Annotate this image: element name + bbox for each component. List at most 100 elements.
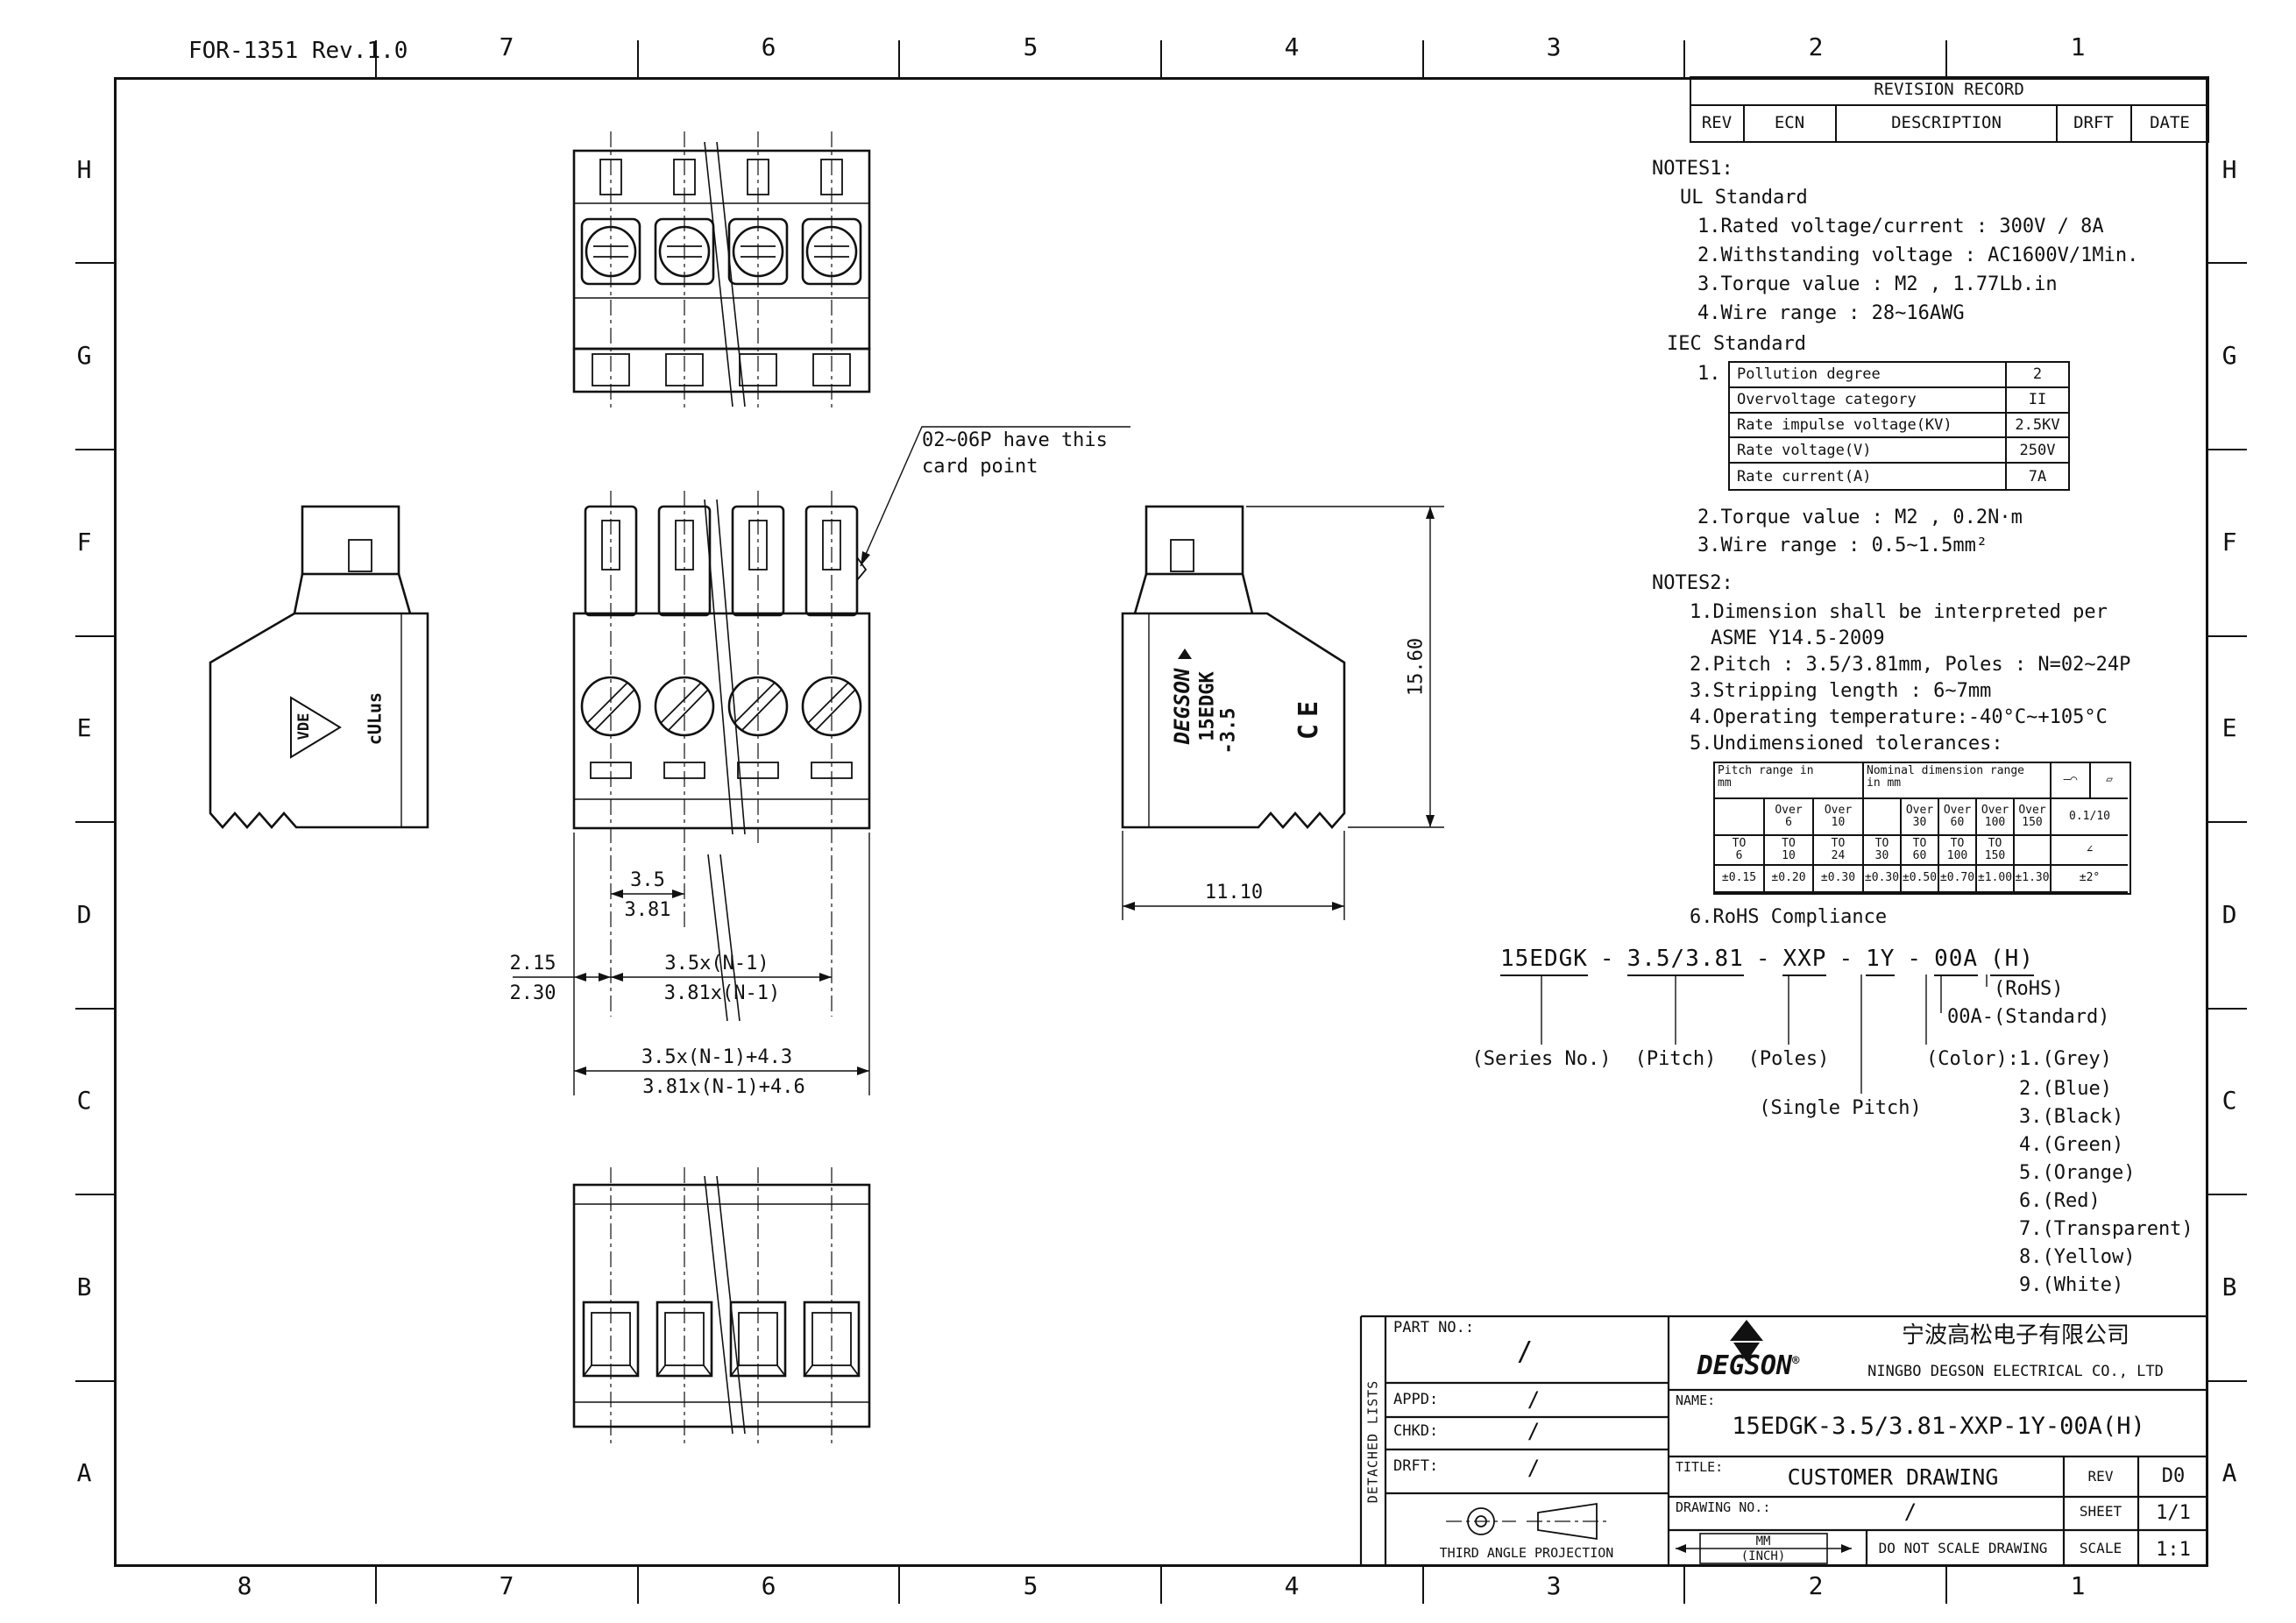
grid-col-label: 2 [1808, 32, 1824, 61]
poles-label: (Poles) [1747, 1048, 1830, 1070]
chkd-value: / [1527, 1419, 1541, 1443]
revision-col-header: DESCRIPTION [1891, 113, 2002, 132]
tol-cell [2015, 836, 2052, 866]
sheet-value: 1/1 [2156, 1502, 2191, 1524]
side-pitch-text: -3.5 [1217, 707, 1240, 755]
color-option: 4.(Green) [2019, 1134, 2124, 1156]
tol-cell [1715, 799, 1765, 836]
dim-pitch-alt: 3.81 [624, 899, 671, 921]
ul-mark-icon: cULus [364, 691, 386, 746]
sheet-label: SHEET [2079, 1503, 2122, 1520]
detached-lists-label: DETACHED LISTS [1364, 1379, 1381, 1504]
color-option: 8.(Yellow) [2019, 1246, 2136, 1268]
grid-row-label: A [76, 1458, 92, 1487]
color-option: 7.(Transparent) [2019, 1218, 2193, 1240]
units-inch-label: (INCH) [1740, 1549, 1786, 1563]
grid-row-label: F [2222, 528, 2237, 556]
part-code-dash: - [1839, 946, 1854, 972]
ul-item: 3.Torque value : M2 , 1.77Lb.in [1697, 273, 2058, 295]
part-code-pitch: 3.5/3.81 [1626, 946, 1744, 976]
units-mm-label: MM [1755, 1534, 1771, 1549]
part-code-color: 00A [1934, 946, 1979, 976]
revision-col-header: DRFT [2073, 113, 2114, 132]
rev-label: REV [2087, 1468, 2114, 1485]
revision-col-header: DATE [2150, 113, 2190, 132]
drft-value: / [1527, 1456, 1541, 1480]
dim-pitch-metric: 3.5 [630, 869, 665, 891]
logo-wordmark: DEGSON [1697, 1350, 1792, 1381]
part-code-series: 15EDGK [1500, 946, 1588, 976]
appd-value: / [1527, 1387, 1541, 1412]
angle-tolerance: ±2° [2052, 866, 2128, 893]
color-option: 5.(Orange) [2019, 1162, 2136, 1184]
ul-item: 4.Wire range : 28~16AWG [1697, 302, 1965, 324]
revision-col-header: ECN [1774, 113, 1805, 132]
notes2-item: 1.Dimension shall be interpreted per [1690, 601, 2108, 623]
notes2-item: 6.RoHS Compliance [1690, 906, 1888, 928]
tol-value: ±0.70 [1939, 866, 1977, 893]
grid-col-label: 6 [761, 1571, 776, 1600]
tol-value: ±0.15 [1715, 866, 1765, 893]
company-name-en: NINGBO DEGSON ELECTRICAL CO., LTD [1867, 1363, 2164, 1380]
notes2-item: ASME Y14.5-2009 [1711, 627, 1885, 649]
iec-value: II [2005, 387, 2068, 412]
grid-row-label: E [2222, 713, 2237, 742]
iec-value: 7A [2005, 464, 2068, 489]
projection-label: THIRD ANGLE PROJECTION [1439, 1545, 1614, 1561]
name-label: NAME: [1676, 1393, 1716, 1408]
appd-label: APPD: [1393, 1391, 1439, 1408]
grid-row-label: H [2222, 155, 2237, 184]
no-scale-label: DO NOT SCALE DRAWING [1878, 1540, 2048, 1556]
standard-label: 00A-(Standard) [1947, 1006, 2110, 1028]
flatness-tolerance: 0.1/10 [2052, 799, 2128, 836]
grid-row-label: D [2222, 900, 2237, 929]
iec-label: Rate voltage(V) [1737, 441, 1872, 459]
side-model-text: 15EDGK [1196, 671, 1219, 741]
name-value: 15EDGK-3.5/3.81-XXP-1Y-00A(H) [1732, 1413, 2145, 1440]
color-option: 3.(Black) [2019, 1106, 2124, 1128]
iec-item-number: 1. [1697, 363, 1721, 385]
iec-item: 3.Wire range : 0.5~1.5mm² [1697, 535, 1988, 556]
tol-value: ±0.30 [1814, 866, 1864, 893]
color-option: 6.(Red) [2019, 1190, 2101, 1212]
grid-row-label: B [2222, 1272, 2237, 1301]
tol-value: ±1.00 [1977, 866, 2015, 893]
registered-mark: ® [1791, 1354, 1800, 1368]
callout-text: 02~06P have this [922, 429, 1108, 451]
dim-span-metric: 3.5x(N-1) [664, 953, 769, 975]
flatness-icon: ▱ [2091, 763, 2128, 799]
table-row: Rate current(A)7A [1730, 464, 2068, 489]
drawing-no-label: DRAWING NO.: [1676, 1499, 1771, 1515]
part-number-code: 15EDGK - 3.5/3.81 - XXP - 1Y - 00A (H) [1500, 946, 2034, 976]
table-row: Rate voltage(V) 250V [1730, 438, 2068, 464]
grid-row-label: D [76, 900, 92, 929]
iec-item: 2.Torque value : M2 , 0.2N·m [1697, 507, 2023, 528]
iec-value: 250V [2005, 438, 2068, 463]
ul-item: 2.Withstanding voltage : AC1600V/1Min. [1697, 245, 2139, 266]
part-code-dash: - [1755, 946, 1771, 972]
notes2-title: NOTES2: [1652, 572, 1733, 594]
scale-value: 1:1 [2156, 1539, 2191, 1561]
grid-row-label: F [76, 528, 92, 556]
degson-logo-text: DEGSON® [1697, 1350, 1800, 1382]
grid-col-label: 1 [2070, 1571, 2086, 1600]
grid-col-label: 7 [499, 32, 514, 61]
iec-label: Pollution degree [1737, 365, 1881, 384]
series-label: (Series No.) [1471, 1048, 1612, 1070]
pitch-label: (Pitch) [1634, 1048, 1717, 1070]
scale-label: SCALE [2079, 1540, 2122, 1556]
grid-col-label: 3 [1546, 32, 1562, 61]
chkd-label: CHKD: [1393, 1422, 1439, 1440]
iec-value: 2.5KV [2005, 413, 2068, 437]
doc-code: FOR-1351 Rev.1.0 [188, 38, 408, 64]
dim-depth: 11.10 [1204, 882, 1264, 904]
callout-text: card point [922, 456, 1038, 478]
company-name-cn: 宁波高松电子有限公司 [1901, 1322, 2130, 1349]
grid-col-label: 7 [499, 1571, 514, 1600]
